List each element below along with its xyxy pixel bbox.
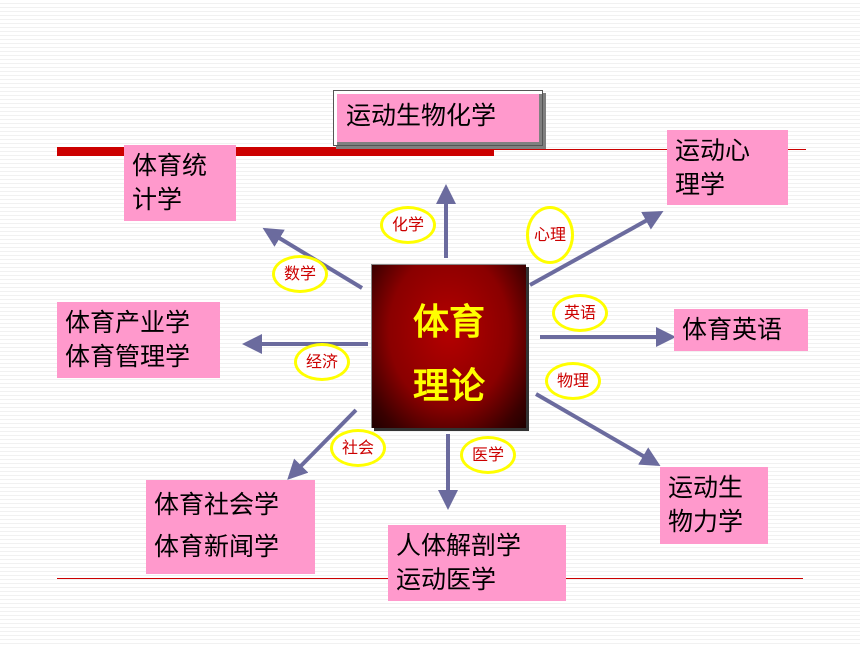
- stats-line-1: 体育统: [132, 151, 208, 180]
- industry-line: 体育产业学: [65, 308, 191, 337]
- english-box: 体育英语: [674, 309, 808, 351]
- psychology-line-2: 理学: [675, 170, 726, 199]
- oval-english: 英语: [552, 294, 608, 332]
- medicine-line: 运动医学: [396, 565, 497, 594]
- biomechanics-line-2: 物力学: [668, 507, 744, 536]
- oval-physics: 物理: [545, 362, 601, 400]
- sociology-line: 体育社会学: [154, 490, 280, 519]
- center-line-1: 体育: [412, 302, 485, 343]
- biomechanics-line-1: 运动生: [668, 473, 744, 502]
- oval-society: 社会: [330, 429, 386, 467]
- management-line: 体育管理学: [65, 342, 191, 371]
- biochemistry-box: 运动生物化学: [333, 90, 543, 146]
- oval-psychology: 心理: [526, 206, 574, 264]
- oval-math: 数学: [272, 255, 328, 293]
- sports-theory-center-box: 体育 理论: [371, 264, 526, 428]
- top-rule-line: [494, 149, 806, 150]
- stats-box: 体育统 计学: [124, 145, 236, 221]
- oval-medicine: 医学: [460, 436, 516, 474]
- oval-economics: 经济: [294, 343, 350, 381]
- arrow-down-left: [287, 408, 358, 480]
- oval-chemistry: 化学: [380, 206, 436, 244]
- sociology-journalism-box: 体育社会学 体育新闻学: [146, 480, 315, 574]
- top-accent-bar: [57, 147, 494, 156]
- psychology-box: 运动心 理学: [667, 130, 788, 205]
- center-line-2: 理论: [412, 366, 485, 407]
- stats-line-2: 计学: [132, 185, 183, 214]
- industry-management-box: 体育产业学 体育管理学: [57, 302, 220, 378]
- psychology-line-1: 运动心: [675, 136, 751, 165]
- english-line: 体育英语: [682, 315, 783, 344]
- arrow-down-right: [534, 392, 661, 467]
- arrow-up-right: [529, 211, 664, 287]
- anatomy-medicine-box: 人体解剖学 运动医学: [388, 525, 566, 601]
- journalism-line: 体育新闻学: [154, 532, 280, 561]
- anatomy-line: 人体解剖学: [396, 531, 522, 560]
- biomechanics-box: 运动生 物力学: [660, 467, 768, 544]
